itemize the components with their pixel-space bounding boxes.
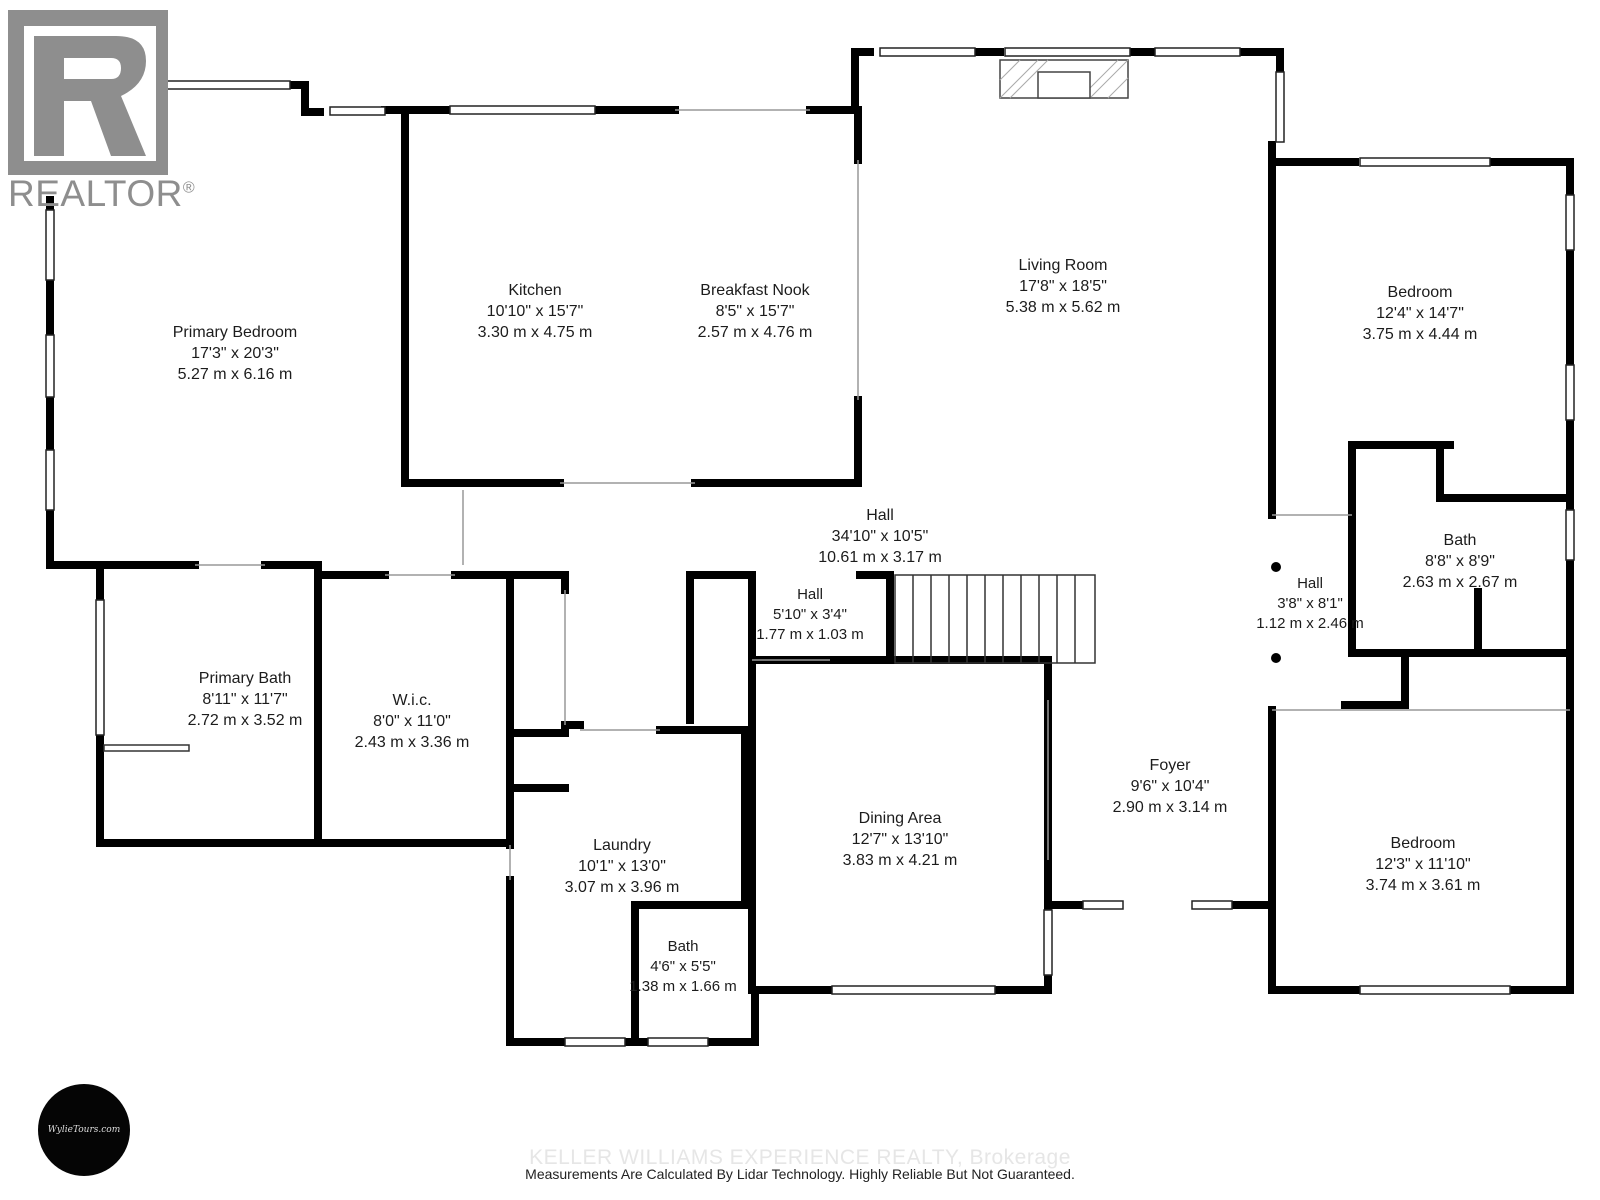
wall (991, 901, 1052, 994)
window (95, 599, 105, 736)
fireplace (999, 59, 1129, 99)
wall (401, 106, 564, 487)
realtor-wordmark: REALTOR® (8, 173, 196, 214)
wall (1341, 649, 1409, 709)
window (564, 1037, 626, 1047)
post (1271, 653, 1281, 663)
window (1154, 47, 1241, 57)
window (831, 985, 996, 995)
photographer-signature: WylieTours.com (47, 1125, 121, 1135)
disclaimer: Measurements Are Calculated By Lidar Tec… (525, 1166, 1075, 1182)
wall (1268, 706, 1364, 994)
window (329, 106, 386, 116)
wall (96, 731, 514, 847)
wall (1348, 441, 1454, 657)
window (647, 1037, 709, 1047)
window (1082, 900, 1124, 910)
wall (1436, 441, 1574, 502)
wall (506, 571, 569, 594)
window (1191, 900, 1233, 910)
window (1043, 909, 1053, 976)
wall (656, 726, 749, 909)
window (1275, 71, 1285, 143)
post (1271, 562, 1281, 572)
wall (261, 561, 322, 842)
vanity (103, 744, 190, 752)
window (45, 449, 55, 511)
wall (1508, 556, 1574, 994)
staircase (894, 574, 1096, 664)
wall (631, 901, 749, 1046)
wall (1236, 48, 1284, 84)
wall (46, 196, 104, 569)
photographer-logo-icon: WylieTours.com (38, 1084, 130, 1176)
wall (686, 571, 756, 724)
window (1359, 985, 1511, 995)
window (1004, 47, 1131, 57)
wall (691, 396, 862, 487)
window (1565, 194, 1575, 251)
window (449, 105, 596, 115)
wall (806, 48, 874, 114)
window (1359, 157, 1491, 167)
window (879, 47, 976, 57)
window (1565, 364, 1575, 421)
window (45, 209, 55, 281)
window (1565, 509, 1575, 561)
window (45, 334, 55, 398)
realtor-logo-icon (8, 10, 168, 175)
brokerage-watermark: KELLER WILLIAMS EXPERIENCE REALTY, Broke… (529, 1146, 1071, 1169)
room-walk-in-closet: W.i.c.8'0" x 11'0"2.43 m x 3.36 m (354, 692, 470, 751)
registered-mark: ® (182, 179, 196, 197)
wall (1044, 656, 1087, 909)
wall (1486, 158, 1574, 199)
